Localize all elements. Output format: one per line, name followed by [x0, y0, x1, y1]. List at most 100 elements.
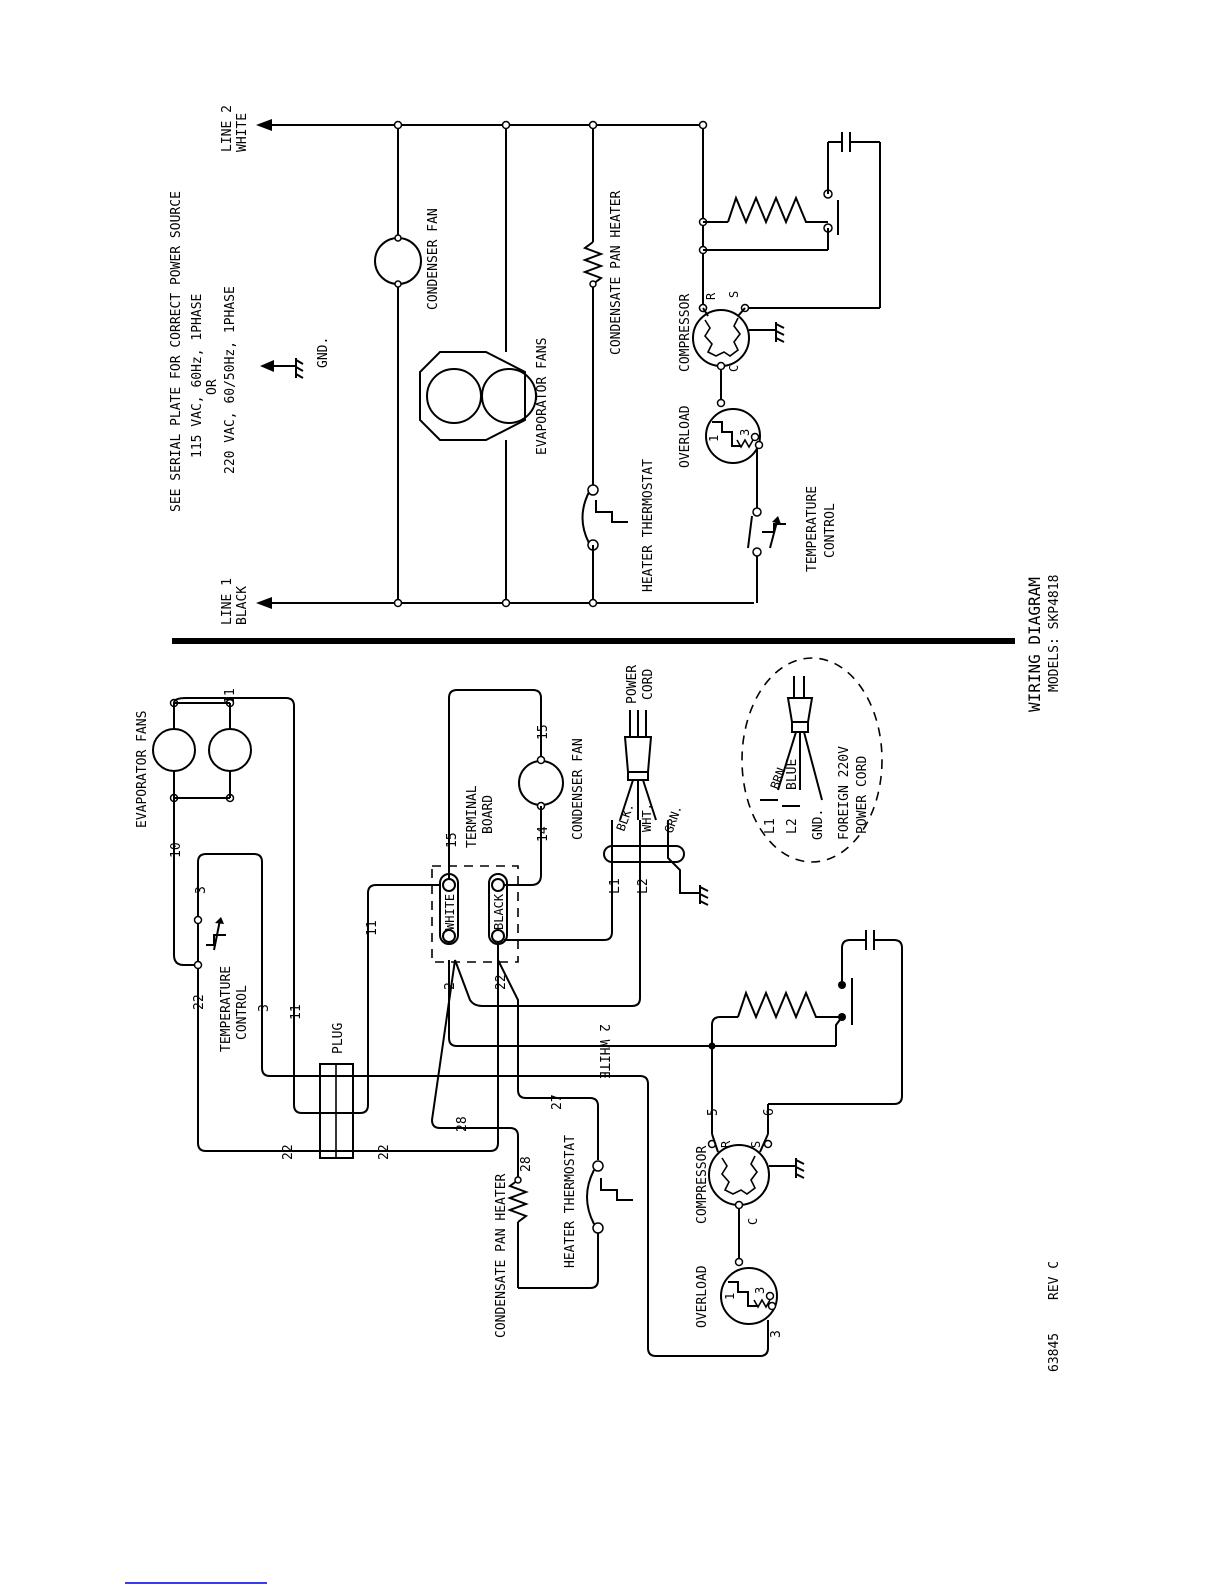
footer-rule	[125, 1582, 267, 1584]
schematic-temp-control-label-2: CONTROL	[823, 503, 838, 558]
foreign-l1-label: L1	[763, 818, 778, 834]
overload-label: OVERLOAD	[695, 1265, 710, 1328]
overload-icon	[720, 1267, 778, 1325]
serial-note-1: SEE SERIAL PLATE FOR CORRECT POWER SOURC…	[169, 191, 184, 512]
compressor-ground-icon	[769, 1158, 805, 1179]
schematic-evaporator-fans-icon	[419, 351, 537, 441]
grn-label: GRN.	[662, 803, 685, 835]
blk-label: BLK.	[614, 801, 637, 833]
schematic-evaporator-fans-label: EVAPORATOR FANS	[535, 338, 550, 455]
terminal-board-label-2: BOARD	[481, 795, 496, 834]
schematic-overload-pin1: 1	[707, 435, 721, 442]
wire-label-28a: 28	[455, 1116, 470, 1132]
wire-label-11b: 11	[289, 1004, 304, 1020]
line1-label: LINE 1	[220, 578, 235, 625]
condenser-fan-icon	[518, 760, 564, 806]
foreign-blue-label: BLUE	[785, 759, 800, 790]
schematic-diagram	[256, 119, 881, 609]
schematic-start-resistor-icon	[727, 195, 818, 225]
evaporator-fans-icon	[152, 702, 252, 799]
evaporator-fans-label: EVAPORATOR FANS	[135, 711, 150, 828]
wire-label-5: 5	[706, 1108, 721, 1116]
models-label: MODELS: SKP4818	[1047, 575, 1062, 692]
compressor-icon	[708, 1144, 770, 1206]
schematic-heater-thermostat-label: HEATER THERMOSTAT	[641, 459, 656, 592]
start-resistor-icon	[737, 990, 828, 1020]
wire-label-6: 6	[762, 1108, 777, 1116]
foreign-power-cord-inset: L1 L2 GND. BRN. BLUE FOREIGN 220V POWER …	[741, 657, 883, 863]
two-white-label: 2 WHITE	[596, 1024, 611, 1079]
serial-note-4: 220 VAC, 60/50Hz, 1PHASE	[223, 286, 238, 474]
line2-arrow-icon	[256, 119, 272, 131]
terminal-board-label-1: TERMINAL	[465, 785, 480, 848]
wire-label-15b: 15	[536, 724, 551, 740]
schematic-s-label: S	[727, 291, 741, 298]
schematic-condenser-fan-icon	[374, 237, 422, 285]
pan-heater-label: CONDENSATE PAN HEATER	[494, 1173, 509, 1338]
schematic-ground-icon	[260, 358, 304, 379]
c-label: C	[746, 1218, 760, 1225]
schematic-heater-thermostat-icon	[581, 491, 590, 544]
revision-label: REV C	[1047, 1261, 1062, 1300]
schematic-condenser-fan-label: CONDENSER FAN	[426, 208, 441, 310]
wire-label-3a: 3	[194, 886, 209, 894]
schematic-temperature-control-icon	[747, 515, 753, 549]
schematic-labels: LINE 2 WHITE LINE 1 BLACK SEE SERIAL PLA…	[169, 105, 838, 625]
schematic-pan-heater-label: CONDENSATE PAN HEATER	[609, 190, 624, 355]
compressor-label: COMPRESSOR	[695, 1146, 710, 1224]
doc-number: 63845	[1047, 1333, 1062, 1372]
heater-thermostat-icon	[586, 1169, 595, 1225]
schematic-c-label: C	[727, 365, 741, 372]
gnd-label: GND.	[316, 337, 331, 368]
r-label: R	[719, 1140, 733, 1148]
line1-color-label: BLACK	[235, 586, 250, 625]
wire-label-22a: 22	[192, 994, 207, 1010]
overload-pin3-label: 3	[753, 1287, 767, 1294]
line2-label: LINE 2	[220, 105, 235, 152]
wire-label-28b: 28	[519, 1156, 534, 1172]
terminal-black-label: BLACK	[492, 893, 506, 930]
pictorial-labels: EVAPORATOR FANS 11 10 3 22 TEMPERATURE C…	[135, 665, 784, 1338]
pictorial-wiring	[152, 689, 903, 1357]
terminal-white-label: WHITE	[443, 894, 457, 930]
temp-control-label-2: CONTROL	[235, 985, 250, 1040]
wire-label-11c: 11	[365, 920, 380, 936]
schematic-overload-label: OVERLOAD	[678, 405, 693, 468]
l1-label: L1	[608, 878, 623, 894]
wire-label-27: 27	[550, 1094, 565, 1110]
wire-label-15a: 15	[445, 832, 460, 848]
pan-heater-icon	[507, 1179, 529, 1223]
plug-label: PLUG	[331, 1023, 346, 1054]
schematic-pan-heater-icon	[582, 241, 604, 285]
wire-label-10: 10	[169, 842, 184, 858]
schematic-compressor-icon	[692, 309, 750, 367]
line1-arrow-icon	[256, 597, 272, 609]
foreign-title-1: FOREIGN 220V	[837, 746, 852, 840]
wht-label: WHT.	[640, 803, 654, 832]
l2-label: L2	[636, 878, 651, 894]
terminal-board	[431, 865, 519, 963]
serial-note-2: 115 VAC, 60Hz, 1PHASE	[190, 294, 205, 458]
wire-label-3b: 3	[257, 1004, 272, 1012]
heater-thermostat-label: HEATER THERMOSTAT	[563, 1135, 578, 1268]
schematic-temp-control-label-1: TEMPERATURE	[805, 486, 820, 572]
wire-label-11a: 11	[223, 688, 238, 704]
diagram-title: WIRING DIAGRAM	[1025, 577, 1044, 712]
power-cord-icon	[603, 710, 709, 906]
power-cord-label-1: POWER	[625, 665, 640, 704]
wire-label-2a: 2	[443, 982, 458, 990]
terminal-black	[488, 873, 508, 945]
wire-label-22b: 22	[281, 1144, 296, 1160]
line2-color-label: WHITE	[235, 113, 250, 152]
foreign-gnd-label: GND.	[811, 809, 826, 840]
foreign-title-2: POWER CORD	[855, 756, 870, 834]
s-label: S	[749, 1141, 763, 1148]
condenser-fan-label: CONDENSER FAN	[571, 738, 586, 840]
schematic-overload-pin3: 3	[738, 429, 752, 436]
wire-label-22d: 22	[494, 974, 509, 990]
schematic-overload-icon	[705, 408, 761, 464]
schematic-r-label: R	[704, 292, 718, 300]
power-cord-label-2: CORD	[641, 669, 656, 700]
wire-label-22c: 22	[377, 1144, 392, 1160]
